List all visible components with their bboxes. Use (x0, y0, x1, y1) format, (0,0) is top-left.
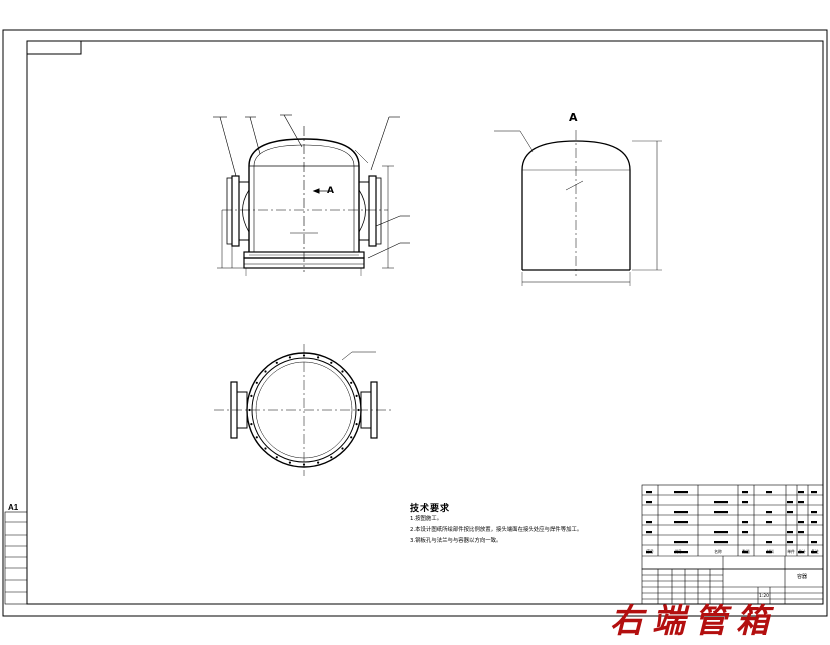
parts-list-header-cell: 备注 (811, 549, 819, 554)
parts-list-marks (646, 491, 817, 554)
bolt-hole (350, 381, 353, 384)
technical-note-3: 3.钢板孔与法兰与与容器以方向一致。 (410, 538, 502, 544)
table-cell-mark (811, 551, 817, 554)
view-a (494, 130, 662, 286)
left-margin-table (4, 511, 28, 605)
inner-border (26, 40, 824, 605)
parts-list-header-cell: 总计 (798, 549, 806, 554)
parts-list-header-cell: 单件 (787, 549, 795, 554)
table-cell-mark (646, 551, 652, 554)
table-cell-mark (674, 511, 688, 514)
table-cell-mark (811, 521, 817, 524)
table-cell-mark (742, 491, 748, 494)
bolt-hole (255, 381, 258, 384)
table-cell-mark (798, 501, 804, 504)
parts-list-header-cell: 序号 (646, 549, 654, 554)
table-cell-mark (646, 491, 652, 494)
table-cell-mark (742, 521, 748, 524)
bolt-hole (355, 394, 358, 397)
title-block (641, 556, 824, 605)
table-cell-mark (714, 501, 728, 504)
technical-note-1: 1.按图施工。 (410, 516, 443, 522)
table-cell-mark (714, 541, 728, 544)
parts-list-header: 序号 代号 名称 数量 材料 单件总计备注 (646, 549, 819, 554)
table-cell-mark (646, 501, 652, 504)
technical-requirements-title: 技术要求 (410, 504, 451, 514)
table-cell-mark (646, 521, 652, 524)
table-cell-mark (766, 491, 772, 494)
parts-list-header-cell: 数量 (742, 549, 750, 554)
parts-list-table (641, 484, 824, 570)
parts-list-header-cell: 代号 (674, 549, 682, 554)
bolt-hole (255, 436, 258, 439)
bolt-hole (357, 408, 360, 412)
parts-list-header-cell: 材料 (766, 549, 774, 554)
bolt-hole (288, 461, 291, 464)
bolt-hole (248, 408, 251, 412)
technical-note-2: 2.本设计图纸所绘部件按比例放置，接头端面在接头处应与焊件等加工。 (410, 527, 583, 533)
table-cell-mark (742, 531, 748, 534)
view-a-title: A (569, 111, 578, 124)
table-cell-mark (811, 491, 817, 494)
table-cell-mark (798, 491, 804, 494)
view-direction-label: A (327, 186, 334, 196)
table-cell-mark (742, 501, 748, 504)
top-left-code-box (26, 40, 82, 55)
bolt-hole (330, 456, 333, 459)
table-cell-mark (766, 521, 772, 524)
table-cell-mark (787, 511, 793, 514)
table-cell-mark (798, 551, 804, 554)
table-cell-mark (787, 541, 793, 544)
title-block-scale: 1:20 (759, 593, 769, 599)
table-cell-mark (714, 531, 728, 534)
bolt-hole (302, 354, 306, 357)
outer-border (2, 29, 828, 617)
top-plan-view (214, 344, 394, 476)
table-cell-mark (766, 511, 772, 514)
bolt-hole (250, 394, 253, 397)
technical-requirements: 技术要求 1.按图施工。 2.本设计图纸所绘部件按比例放置，接头端面在接头处应与… (410, 501, 640, 547)
table-cell-mark (742, 551, 748, 554)
table-cell-mark (811, 541, 817, 544)
front-section-view (213, 114, 410, 276)
watermark-brand: 右端管箱 (610, 601, 778, 640)
bolt-hole (264, 447, 267, 450)
table-cell-mark (811, 511, 817, 514)
bolt-hole (341, 370, 344, 373)
bolt-hole (302, 463, 306, 466)
table-cell-mark (646, 531, 652, 534)
table-cell-mark (787, 531, 793, 534)
table-cell-mark (674, 541, 688, 544)
parts-list-header-cell: 名称 (714, 549, 722, 554)
table-cell-mark (787, 501, 793, 504)
bolt-hole (317, 356, 320, 359)
bolt-hole (264, 370, 267, 373)
table-cell-mark (674, 521, 688, 524)
bolt-hole (330, 361, 333, 364)
table-cell-mark (714, 511, 728, 514)
table-cell-mark (798, 521, 804, 524)
bolt-hole-circle (248, 354, 360, 466)
title-block-drawing-title: 容器 (797, 573, 807, 580)
bolt-hole (317, 461, 320, 464)
bolt-hole (288, 356, 291, 359)
table-cell-mark (798, 531, 804, 534)
bolt-hole (355, 423, 358, 426)
bolt-hole (275, 456, 278, 459)
table-cell-mark (766, 541, 772, 544)
bolt-hole (341, 447, 344, 450)
bolt-hole (350, 436, 353, 439)
bolt-hole (250, 423, 253, 426)
table-cell-mark (674, 491, 688, 494)
table-cell-mark (766, 551, 772, 554)
table-cell-mark (674, 551, 688, 554)
sheet-size-label: A1 (8, 503, 19, 512)
bolt-hole (275, 361, 278, 364)
